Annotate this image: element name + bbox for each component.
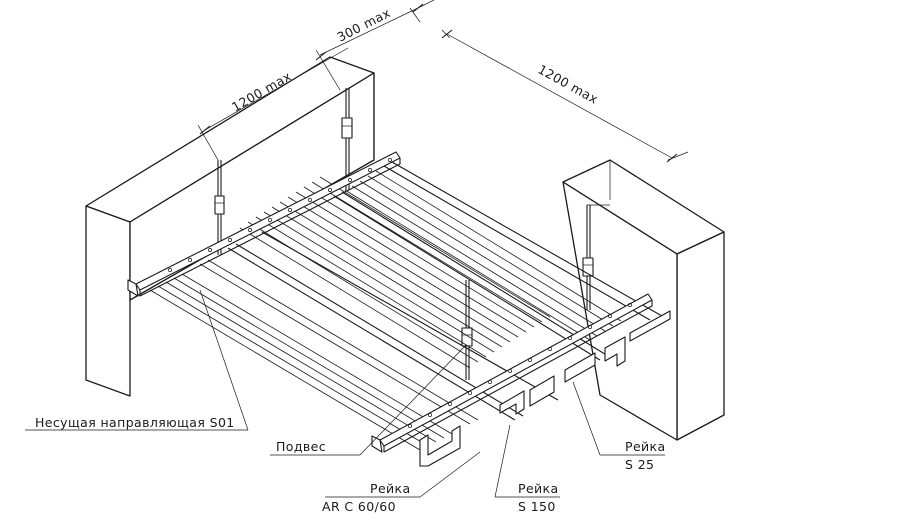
carrier-rails	[127, 151, 653, 453]
label-rail-ar-title: Рейка	[370, 481, 411, 496]
label-rail-s25-model: S 25	[625, 457, 654, 472]
dim-span-right: 1200 max	[536, 62, 601, 107]
label-rail-ar-model: AR C 60/60	[322, 499, 396, 514]
label-hanger: Подвес	[276, 439, 326, 454]
leader-lines	[25, 289, 665, 498]
ceiling-slats	[149, 161, 663, 451]
label-carrier-rail: Несущая направляющая S01	[35, 415, 235, 430]
dimension-lines	[197, 0, 689, 163]
label-rail-s25-title: Рейка	[625, 439, 666, 454]
slat-end-profiles	[419, 310, 671, 467]
dim-span-mid: 300 max	[335, 5, 393, 45]
label-rail-s150-title: Рейка	[518, 481, 559, 496]
label-rail-s150-model: S 150	[518, 499, 556, 514]
left-wall	[85, 56, 375, 397]
hanger-rods	[214, 88, 610, 380]
